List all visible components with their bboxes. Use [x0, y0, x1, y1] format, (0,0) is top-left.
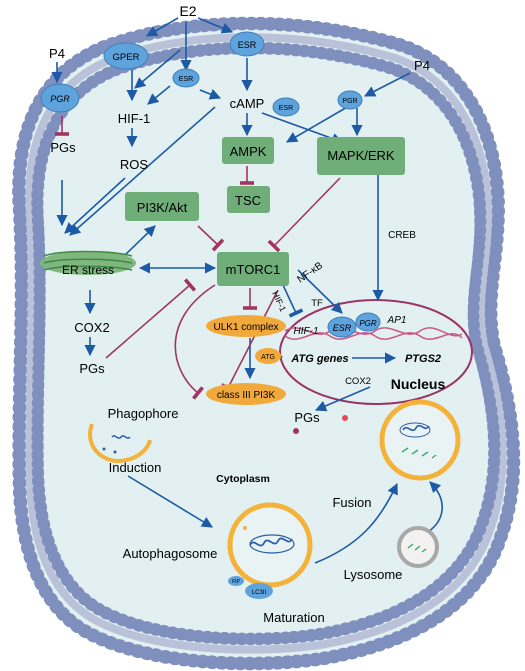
ros-label: ROS [120, 157, 149, 172]
ampk-label: AMPK [230, 144, 267, 159]
gper-label: GPER [113, 52, 140, 63]
pg-dots [293, 415, 348, 434]
pgr-right-label: PGR [342, 98, 357, 105]
pgs-mid-label: PGs [79, 361, 105, 376]
ulk1-node: ULK1 complex [206, 315, 286, 337]
nucleus-label: Nucleus [391, 376, 446, 392]
atg-genes-label: ATG genes [290, 353, 348, 365]
lysosome-shape [397, 526, 439, 568]
pgr-nuclear: PGR [355, 312, 381, 332]
pgr-nuc-label: PGR [359, 319, 377, 328]
activation-arrows [51, 17, 443, 564]
pgr-small-right: PGR [337, 90, 363, 110]
autophagosome-label: Autophagosome [123, 546, 218, 561]
er-stress-label: ER stress [62, 263, 114, 277]
pgs-left-label: PGs [50, 140, 76, 155]
cytoplasm-label: Cytoplasm [216, 473, 270, 485]
tsc-label: TSC [235, 193, 261, 208]
fip-label: FIP [232, 579, 240, 585]
mapk-erk-label: MAPK/ERK [327, 148, 395, 163]
autophagosome-shape: FIP LC3II [227, 502, 313, 599]
esr-receptor-top: ESR [229, 31, 265, 57]
class3-node: class III PI3K [206, 383, 286, 405]
tf-label: TF [311, 298, 323, 309]
hif1-nuc-label: HIF-1 [294, 326, 319, 337]
lysosome-label: Lysosome [344, 567, 403, 582]
pgr-left-label: PGR [50, 94, 70, 104]
hif1-diag-tbar [282, 284, 304, 318]
pgr-receptor-left: PGR [40, 83, 80, 113]
esr-small-2: ESR [272, 97, 300, 117]
atg-node: ATG [255, 348, 281, 364]
p4-left-label: P4 [49, 46, 65, 61]
esr-nuclear: ESR [327, 316, 357, 338]
cox2-left-label: COX2 [74, 320, 109, 335]
er-stress-shape [40, 250, 136, 275]
phagophore-shape [88, 423, 152, 464]
mapk-erk-box: MAPK/ERK [317, 137, 405, 175]
tsc-box: TSC [227, 186, 270, 213]
e2-label: E2 [179, 3, 196, 19]
p4-right-label: P4 [414, 58, 430, 73]
ap1-label: AP1 [387, 315, 407, 326]
mtorc1-label: mTORC1 [226, 262, 281, 277]
maturation-label: Maturation [263, 610, 324, 625]
camp-label: cAMP [230, 96, 265, 111]
phagophore-label: Phagophore [108, 406, 179, 421]
pi3k-akt-box: PI3K/Akt [125, 192, 199, 221]
ulk1-label: ULK1 complex [213, 322, 278, 333]
hif1-label: HIF-1 [118, 111, 151, 126]
fusion-label: Fusion [332, 495, 371, 510]
cox2-mid-label: COX2 [345, 376, 371, 387]
esr-small1-label: ESR [179, 76, 193, 83]
pi3k-akt-label: PI3K/Akt [137, 200, 188, 215]
inhibition-lines [54, 116, 341, 400]
mtorc1-box: mTORC1 [217, 252, 289, 286]
gper-receptor: GPER [103, 42, 149, 70]
autolysosome-shape [379, 399, 461, 481]
lc3-label: LC3II [252, 590, 267, 596]
creb-label: CREB [388, 230, 416, 241]
esr-nuc-label: ESR [333, 323, 352, 333]
ptgs2-label: PTGS2 [405, 353, 441, 365]
esr-top-label: ESR [238, 40, 257, 50]
esr-small2-label: ESR [279, 105, 293, 112]
esr-small-1: ESR [172, 68, 200, 88]
induction-label: Induction [109, 460, 162, 475]
ampk-box: AMPK [222, 137, 274, 164]
atg-small-label: ATG [261, 354, 275, 361]
class3-label: class III PI3K [217, 390, 276, 401]
pgs-out-label: PGs [294, 410, 320, 425]
